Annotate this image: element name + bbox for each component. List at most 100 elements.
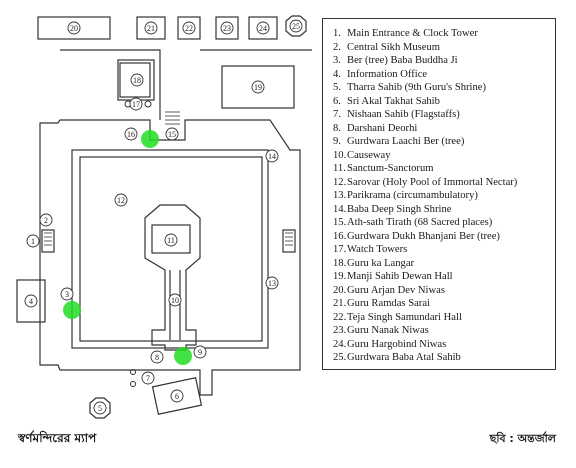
map-marker-label: 12 bbox=[117, 196, 125, 205]
legend-item: 5. Tharra Sahib (9th Guru's Shrine) bbox=[333, 81, 555, 95]
legend-number: 20. bbox=[333, 284, 347, 296]
tree-icon bbox=[141, 130, 159, 148]
map-marker-label: 11 bbox=[167, 236, 175, 245]
legend-number: 24. bbox=[333, 338, 347, 350]
legend-number: 25. bbox=[333, 352, 347, 363]
map-marker-3 bbox=[60, 287, 74, 301]
legend-text: Sanctum-Sanctorum bbox=[347, 163, 434, 174]
map-marker-5 bbox=[93, 401, 107, 415]
legend-number: 22. bbox=[333, 311, 347, 323]
watch-tower-icon bbox=[144, 100, 152, 108]
map-marker-label: 9 bbox=[198, 348, 202, 357]
building-4 bbox=[16, 279, 46, 323]
building-21 bbox=[136, 16, 166, 40]
map-marker-22 bbox=[182, 21, 196, 35]
map-marker-label: 3 bbox=[65, 290, 69, 299]
flagstaff-icon bbox=[130, 369, 136, 375]
map-marker-label: 16 bbox=[127, 130, 135, 139]
legend-text: Gurdwara Baba Atal Sahib bbox=[347, 352, 461, 363]
map-marker-13 bbox=[265, 276, 279, 290]
legend-text: Teja Singh Samundari Hall bbox=[347, 311, 462, 323]
map-marker-label: 23 bbox=[223, 24, 231, 33]
legend-number: 16. bbox=[333, 230, 347, 242]
map-marker-label: 6 bbox=[175, 392, 179, 401]
legend-text: Ath-sath Tirath (68 Sacred places) bbox=[347, 217, 493, 228]
legend-item: 4. Information Office bbox=[333, 68, 555, 82]
legend-number: 10. bbox=[333, 149, 347, 161]
map-marker-12 bbox=[114, 193, 128, 207]
main-entrance bbox=[41, 229, 55, 253]
map-marker-14 bbox=[265, 149, 279, 163]
legend-item: 18. Guru ka Langar bbox=[333, 257, 555, 271]
legend-number: 7. bbox=[333, 109, 341, 120]
legend-item: 7. Nishaan Sahib (Flagstaffs) bbox=[333, 108, 555, 122]
building-18 bbox=[119, 62, 151, 98]
legend-item: 16. Gurdwara Dukh Bhanjani Ber (tree) bbox=[333, 230, 555, 244]
legend-item: 19. Manji Sahib Dewan Hall bbox=[333, 270, 555, 284]
building-24 bbox=[248, 16, 278, 40]
map-marker-20 bbox=[67, 21, 81, 35]
legend-item: 23. Guru Nanak Niwas bbox=[333, 324, 555, 338]
map-marker-1 bbox=[26, 234, 40, 248]
legend-item: 10. Causeway bbox=[333, 149, 555, 163]
map-marker-label: 20 bbox=[70, 24, 78, 33]
legend-item: 25. Gurdwara Baba Atal Sahib bbox=[333, 351, 555, 365]
legend-item: 3. Ber (tree) Baba Buddha Ji bbox=[333, 54, 555, 68]
building-22 bbox=[177, 16, 201, 40]
legend-item: 21. Guru Ramdas Sarai bbox=[333, 297, 555, 311]
legend-number: 14. bbox=[333, 203, 347, 215]
map-marker-label: 19 bbox=[254, 83, 262, 92]
legend-text: Information Office bbox=[347, 68, 428, 80]
map-marker-6 bbox=[170, 389, 184, 403]
legend-number: 6. bbox=[333, 95, 341, 107]
legend-item: 20. Guru Arjan Dev Niwas bbox=[333, 284, 555, 298]
outer-wall bbox=[39, 119, 301, 396]
map-marker-15 bbox=[165, 127, 179, 141]
map-marker-label: 1 bbox=[31, 237, 35, 246]
legend-number: 1. bbox=[333, 28, 341, 39]
map-marker-label: 10 bbox=[171, 296, 179, 305]
building-25 bbox=[285, 15, 307, 37]
legend-number: 18. bbox=[333, 257, 347, 269]
legend-item: 1. Main Entrance & Clock Tower bbox=[333, 27, 555, 41]
map-marker-18 bbox=[130, 73, 144, 87]
tree-icon bbox=[174, 347, 192, 365]
map-marker-11 bbox=[164, 233, 178, 247]
map-marker-label: 15 bbox=[168, 130, 176, 139]
map-caption: স্বর্ণমন্দিরের ম্যাপ bbox=[18, 431, 97, 445]
building-19 bbox=[221, 65, 295, 109]
legend-number: 12. bbox=[333, 176, 347, 188]
legend-number: 15. bbox=[333, 217, 347, 228]
map-marker-label: 5 bbox=[98, 404, 102, 413]
legend-text: Gurdwara Dukh Bhanjani Ber (tree) bbox=[347, 230, 500, 242]
legend-text: Manji Sahib Dewan Hall bbox=[347, 271, 453, 282]
legend-number: 4. bbox=[333, 68, 341, 80]
map-marker-19 bbox=[251, 80, 265, 94]
map-marker-label: 22 bbox=[185, 24, 193, 33]
map-marker-label: 18 bbox=[133, 76, 141, 85]
map-marker-2 bbox=[39, 213, 53, 227]
legend-item: 8. Darshani Deorhi bbox=[333, 122, 555, 136]
legend-number: 5. bbox=[333, 82, 341, 93]
map-marker-label: 2 bbox=[44, 216, 48, 225]
legend-text: Sarovar (Holy Pool of Immortal Nectar) bbox=[347, 176, 518, 188]
legend-number: 19. bbox=[333, 271, 347, 282]
legend-item: 13. Parikrama (circumambulatory) bbox=[333, 189, 555, 203]
map-marker-label: 4 bbox=[29, 297, 33, 306]
legend-number: 13. bbox=[333, 190, 347, 201]
map-marker-label: 21 bbox=[147, 24, 155, 33]
map-marker-8 bbox=[150, 350, 164, 364]
legend-text: Darshani Deorhi bbox=[347, 122, 418, 134]
building-6 bbox=[151, 377, 203, 415]
legend-text: Central Sikh Museum bbox=[347, 41, 440, 53]
legend-text: Guru ka Langar bbox=[347, 257, 415, 269]
map-marker-label: 8 bbox=[155, 353, 159, 362]
map-marker-10 bbox=[168, 293, 182, 307]
legend-text: Baba Deep Singh Shrine bbox=[347, 203, 452, 215]
legend-item: 14. Baba Deep Singh Shrine bbox=[333, 203, 555, 217]
tree-icon bbox=[63, 301, 81, 319]
legend-text: Ber (tree) Baba Buddha Ji bbox=[347, 55, 458, 66]
legend-number: 9. bbox=[333, 136, 341, 147]
map-marker-17 bbox=[129, 97, 143, 111]
sanctum-island bbox=[144, 204, 201, 351]
